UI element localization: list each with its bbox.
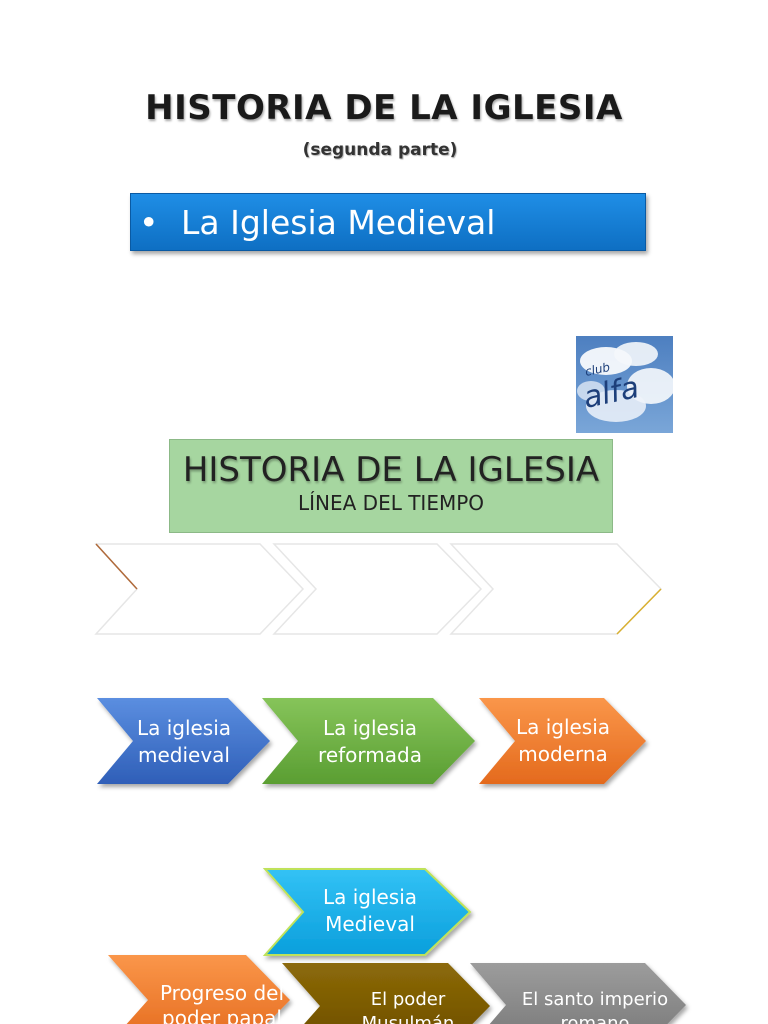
subtopic-papal-line1: Progreso del: [160, 981, 284, 1005]
subtopic-imperio-line2: romano: [560, 1013, 629, 1024]
blank-chevron: [94, 543, 305, 635]
medieval-chevron: [262, 868, 472, 956]
timeline-header-box: HISTORIA DE LA IGLESIA LÍNEA DEL TIEMPO: [169, 439, 613, 533]
period-medieval-line1: La iglesia: [137, 716, 231, 740]
blank-chevron-row: [94, 543, 663, 635]
period-chevron-medieval: [97, 698, 270, 784]
period-reformada-line1: La iglesia: [323, 716, 417, 740]
period-chevron-moderna: [479, 698, 646, 784]
subtopic-imperio-line1: El santo imperio: [522, 989, 668, 1010]
logo-word-top: club: [584, 360, 612, 379]
page-subtitle: (segunda parte): [302, 140, 458, 160]
periods-row: La iglesia medieval La iglesia reformada…: [97, 698, 646, 784]
medieval-line1: La iglesia: [323, 885, 417, 909]
bullet-bar-text: La Iglesia Medieval: [181, 203, 496, 242]
subtopic-chevron-papal: [108, 955, 290, 1024]
subtopics-row: Progreso del poder papal El poder Musulm…: [108, 955, 686, 1024]
subtopic-musulman-line1: El poder: [371, 989, 446, 1010]
period-moderna-line2: moderna: [518, 742, 608, 766]
page-title: HISTORIA DE LA IGLESIA: [145, 88, 623, 128]
timeline-subtitle: LÍNEA DEL TIEMPO: [297, 491, 485, 515]
period-reformada-line2: reformada: [318, 743, 422, 767]
club-alfa-logo: club alfa: [576, 336, 673, 433]
medieval-focus: La iglesia Medieval: [262, 868, 472, 956]
subtopic-chevron-imperio: [470, 963, 686, 1024]
medieval-line2: Medieval: [325, 912, 415, 936]
bullet-icon: •: [139, 203, 159, 242]
subtopic-chevron-musulman: [282, 963, 490, 1024]
subtopic-musulman-line2: Musulmán: [362, 1013, 455, 1024]
subtopic-papal-line2: poder papal: [162, 1006, 282, 1024]
period-chevron-reformada: [262, 698, 475, 784]
blank-chevron: [272, 543, 483, 635]
period-moderna-line1: La iglesia: [516, 715, 610, 739]
period-medieval-line2: medieval: [138, 743, 230, 767]
timeline-title: HISTORIA DE LA IGLESIA: [182, 450, 600, 490]
bullet-bar: • La Iglesia Medieval: [130, 193, 646, 251]
